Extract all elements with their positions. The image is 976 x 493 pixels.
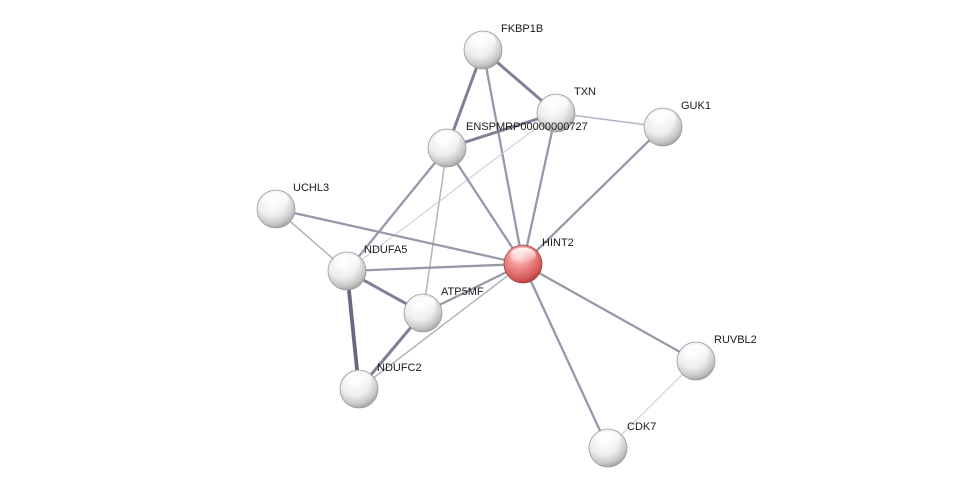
node-cdk7[interactable]: CDK7 xyxy=(588,421,656,468)
node-label: ATP5MF xyxy=(441,286,484,298)
node-highlight xyxy=(263,192,289,209)
node-highlight xyxy=(470,33,496,50)
node-label: ENSPMRP00000000727 xyxy=(466,121,588,133)
node-uchl3[interactable]: UCHL3 xyxy=(256,182,329,229)
node-ruvbl2[interactable]: RUVBL2 xyxy=(676,334,757,381)
edge-txn-ndufa5 xyxy=(346,112,557,272)
edge-hint2-ruvbl2 xyxy=(521,262,698,363)
edges xyxy=(274,48,698,450)
node-highlight xyxy=(543,96,569,113)
node-highlight xyxy=(683,344,709,361)
edge-hint2-cdk7 xyxy=(521,262,610,450)
node-label: NDUFA5 xyxy=(364,244,407,256)
node-ensp[interactable]: ENSPMRP00000000727 xyxy=(427,121,588,168)
node-fkbp1b[interactable]: FKBP1B xyxy=(463,23,543,70)
edge-ensp-atp5mf xyxy=(422,147,448,314)
node-hint2[interactable]: HINT2 xyxy=(503,237,574,284)
node-ndufa5[interactable]: NDUFA5 xyxy=(327,244,407,291)
edge-ndufa5-hint2 xyxy=(345,262,525,273)
node-label: UCHL3 xyxy=(293,182,329,194)
node-ndufc2[interactable]: NDUFC2 xyxy=(339,362,422,409)
edge-guk1-hint2 xyxy=(521,125,665,266)
edge-ensp-ndufa5 xyxy=(345,146,449,273)
node-label: TXN xyxy=(574,86,596,98)
node-highlight xyxy=(334,254,360,271)
node-highlight xyxy=(510,247,536,264)
node-highlight xyxy=(595,431,621,448)
edge-uchl3-hint2 xyxy=(274,207,525,266)
edge-fkbp1b-hint2 xyxy=(481,48,525,266)
edge-txn-hint2 xyxy=(521,111,558,266)
node-highlight xyxy=(346,372,372,389)
edge-ruvbl2-cdk7 xyxy=(607,360,697,449)
node-label: NDUFC2 xyxy=(377,362,422,374)
node-txn[interactable]: TXN xyxy=(536,86,596,133)
node-label: GUK1 xyxy=(681,100,711,112)
node-label: CDK7 xyxy=(627,421,656,433)
nodes: FKBP1B TXN GUK1ENSPMRP00000000727UCHL3HINT… xyxy=(256,23,757,468)
node-label: FKBP1B xyxy=(501,23,543,35)
node-label: HINT2 xyxy=(542,237,574,249)
edge-ndufc2-hint2 xyxy=(358,263,524,390)
node-atp5mf[interactable]: ATP5MF xyxy=(403,286,484,333)
node-label: RUVBL2 xyxy=(714,334,757,346)
node-highlight xyxy=(650,110,676,127)
node-highlight xyxy=(410,296,436,313)
edge-ensp-hint2 xyxy=(445,146,525,266)
node-highlight xyxy=(434,131,460,148)
node-guk1[interactable]: GUK1 xyxy=(643,100,711,147)
edge-ndufa5-ndufc2 xyxy=(345,269,361,391)
